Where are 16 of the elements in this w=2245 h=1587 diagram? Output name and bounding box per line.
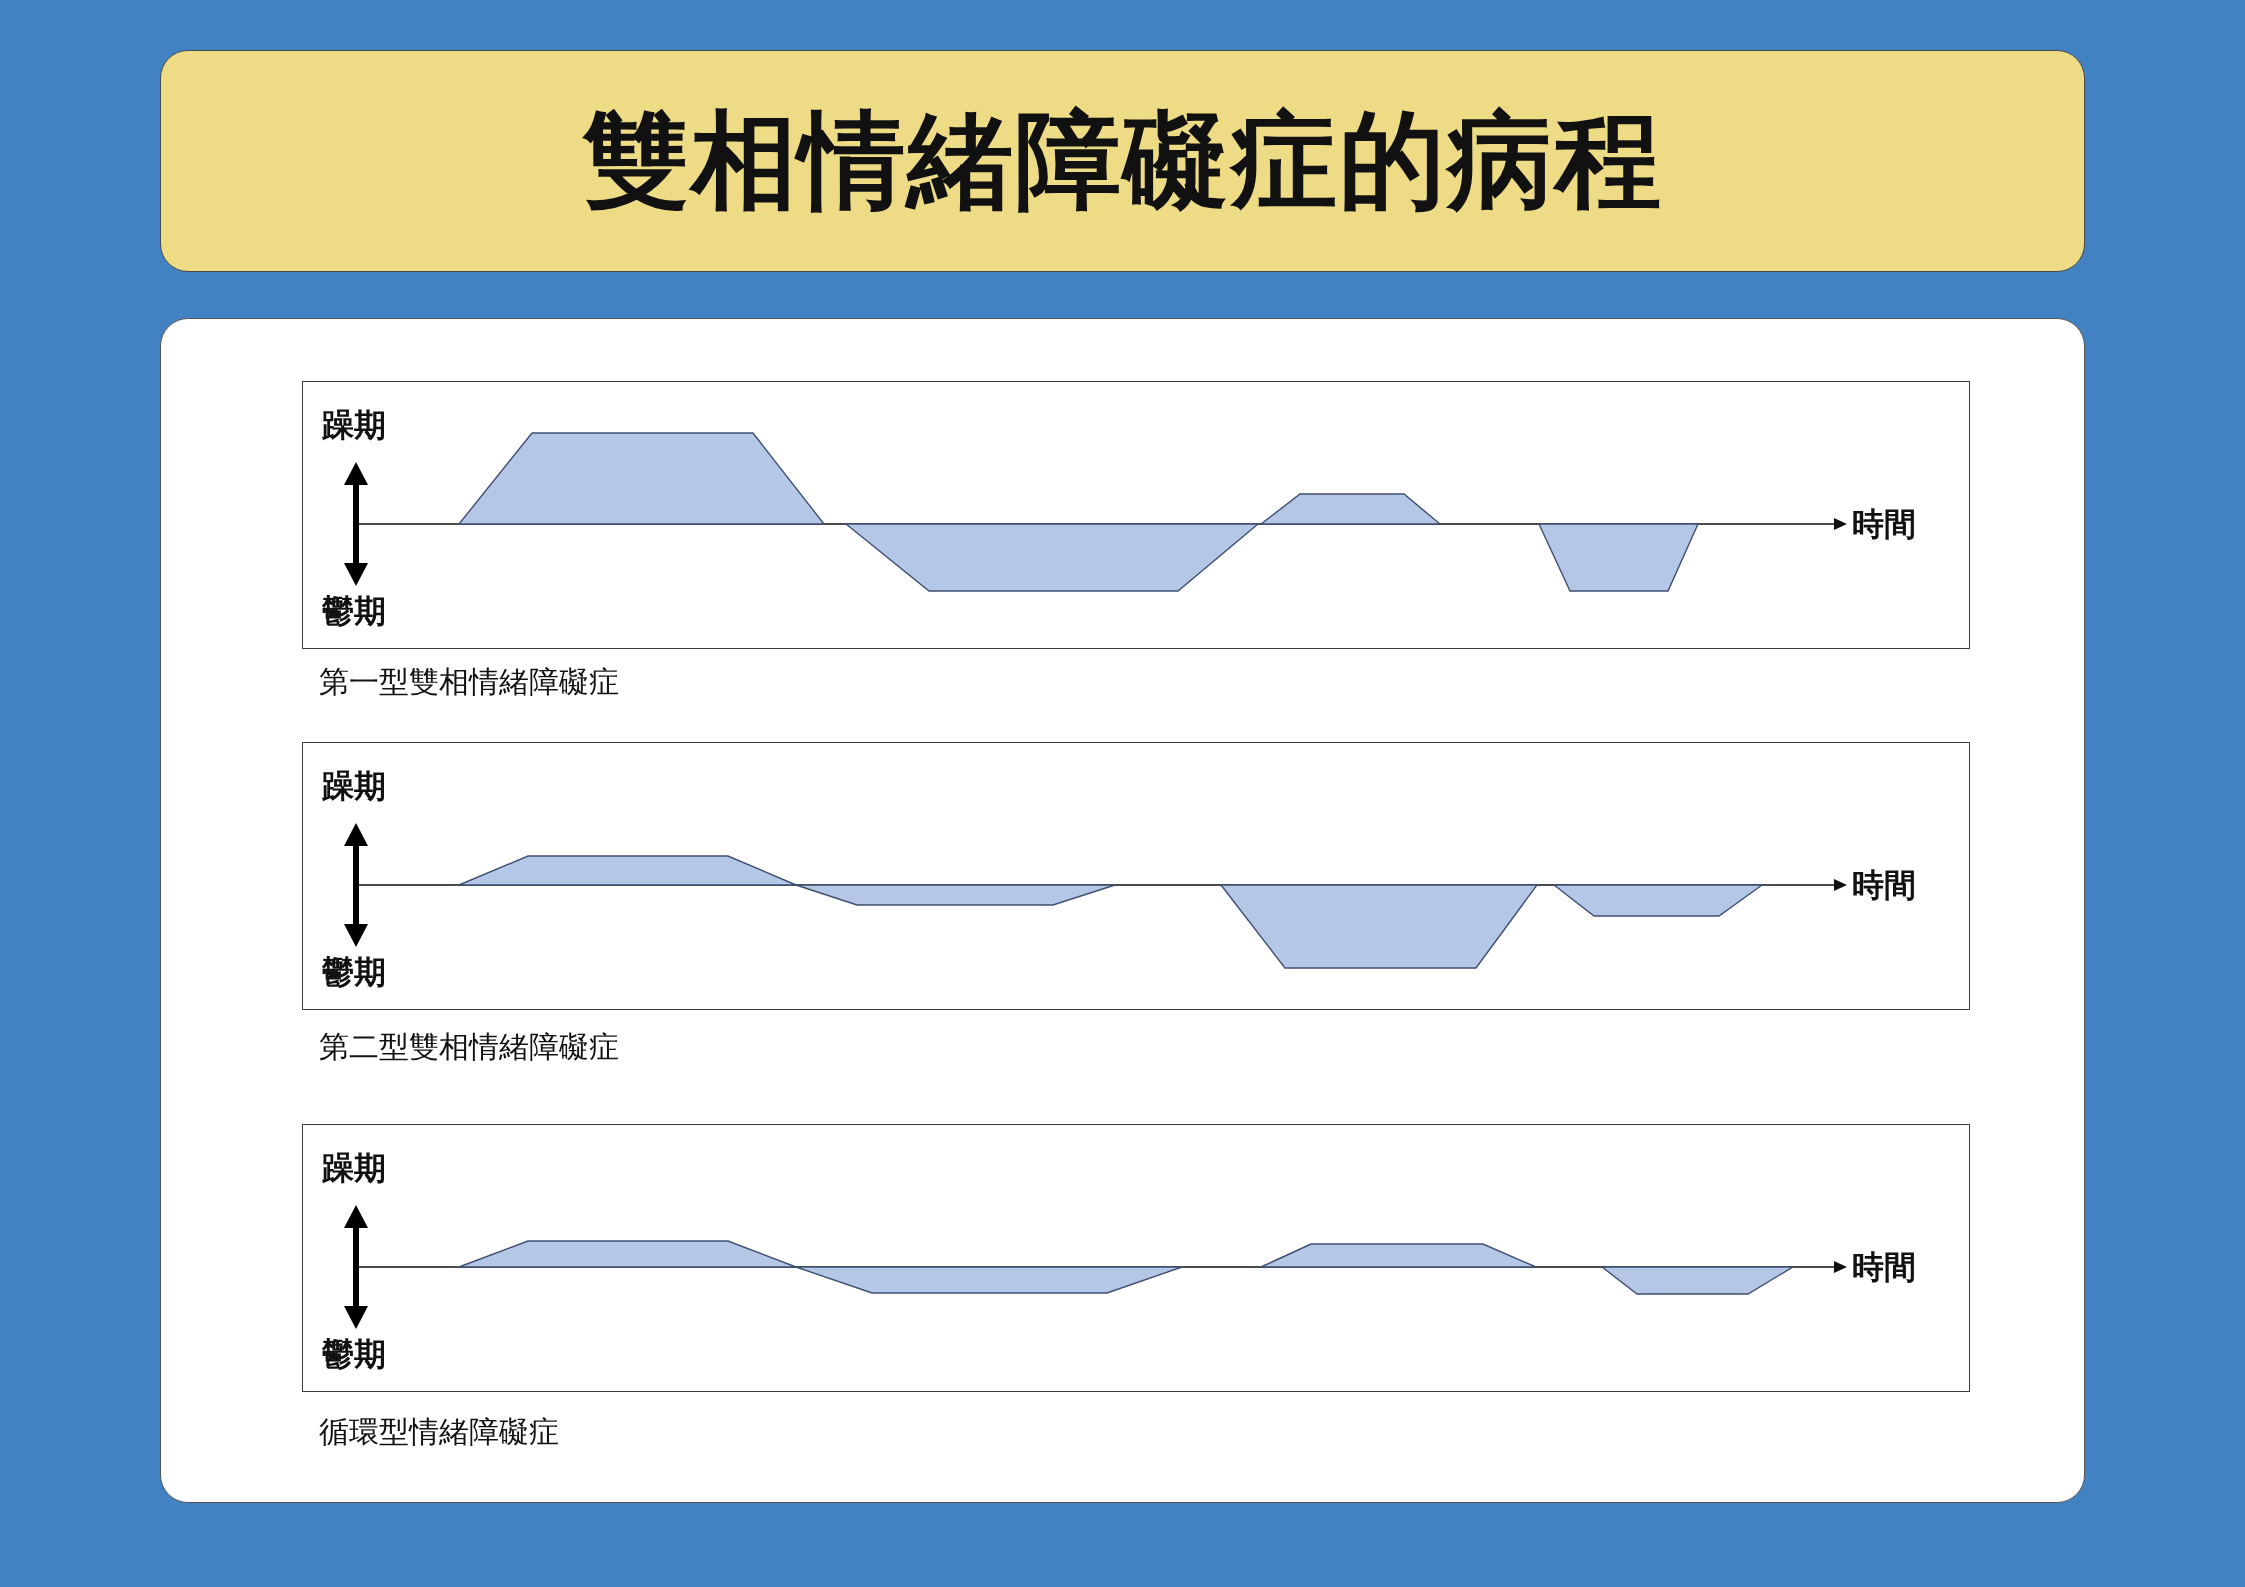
axis-label: 時間 <box>1852 869 1916 901</box>
axis-label: 躁期 <box>322 409 386 441</box>
axis-label: 鬱期 <box>322 956 386 988</box>
axis-label: 時間 <box>1852 508 1916 540</box>
axis-label: 躁期 <box>322 770 386 802</box>
title: 雙相情緒障礙症的病程 <box>581 102 1664 220</box>
panel-caption: 第一型雙相情緒障礙症 <box>319 667 619 697</box>
axis-label: 鬱期 <box>322 1338 386 1370</box>
axis-label: 時間 <box>1852 1251 1916 1283</box>
chart-panel <box>302 381 1970 649</box>
chart-panel <box>302 1124 1970 1392</box>
axis-label: 鬱期 <box>322 595 386 627</box>
panel-caption: 第二型雙相情緒障礙症 <box>319 1032 619 1062</box>
chart-panel <box>302 742 1970 1010</box>
axis-label: 躁期 <box>322 1152 386 1184</box>
panel-caption: 循環型情緒障礙症 <box>319 1417 559 1447</box>
